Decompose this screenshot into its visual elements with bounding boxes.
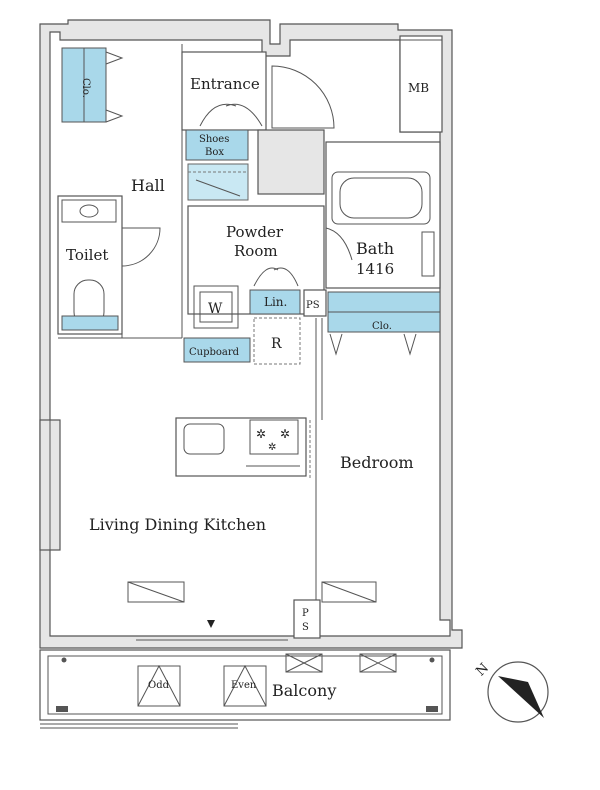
cupboard: Cupboard R — [183, 317, 301, 365]
svg-text:✲: ✲ — [268, 442, 276, 453]
kitchen-counter: ✲ ✲ ✲ — [175, 417, 307, 477]
entrance-label: Entrance — [190, 75, 260, 93]
balcony-label: Balcony — [272, 681, 336, 700]
odd-label: Odd — [148, 680, 170, 691]
ps-lower: P S — [293, 599, 321, 639]
toilet-label: Toilet — [66, 246, 108, 264]
refrigerator-label: R — [271, 336, 282, 352]
north-label: N — [473, 661, 492, 680]
ldk-label: Living Dining Kitchen — [89, 515, 266, 534]
ps-lower-label-2: S — [302, 622, 309, 633]
toilet: Toilet — [57, 195, 161, 335]
shoes-box-label-1: Shoes — [199, 134, 229, 145]
powder-room: Powder Room W Lin. — [187, 205, 325, 329]
mb-room: MB — [399, 35, 443, 133]
balcony: Odd Even Balcony — [39, 649, 451, 729]
svg-text:✲: ✲ — [256, 427, 266, 441]
ps-upper: PS — [303, 289, 327, 317]
powder-room-label-2: Room — [234, 242, 278, 260]
hall-closet: Clo. — [61, 47, 124, 123]
linen-label: Lin. — [264, 295, 287, 309]
north-arrow-icon: N — [473, 661, 549, 723]
ps-upper-label: PS — [306, 300, 320, 311]
entry-marker-icon — [207, 620, 215, 628]
powder-room-label-1: Powder — [226, 223, 284, 241]
ps-lower-label-1: P — [302, 608, 309, 619]
ldk: Living Dining Kitchen — [89, 515, 266, 628]
even-label: Even — [231, 680, 257, 691]
partitions — [58, 44, 323, 620]
bath-label-1: Bath — [356, 239, 394, 258]
bedroom-label: Bedroom — [340, 453, 414, 472]
upper-closet — [187, 163, 249, 201]
hall-label: Hall — [131, 176, 165, 195]
bath: Bath 1416 — [325, 141, 441, 289]
cupboard-label: Cupboard — [189, 347, 240, 358]
closet-hall-label: Clo. — [80, 78, 91, 98]
hall: Hall — [131, 176, 165, 195]
closet-bedroom-label: Clo. — [372, 321, 392, 332]
bath-label-2: 1416 — [356, 260, 394, 278]
shoes-box: Shoes Box — [185, 129, 249, 161]
washer-label: W — [208, 301, 223, 317]
bedroom-closet: Clo. — [327, 291, 441, 356]
shoes-box-label-2: Box — [205, 147, 224, 158]
entrance: Entrance — [181, 51, 335, 131]
mb-label: MB — [408, 81, 429, 95]
bedroom: Bedroom — [321, 453, 414, 603]
svg-text:✲: ✲ — [280, 427, 290, 441]
